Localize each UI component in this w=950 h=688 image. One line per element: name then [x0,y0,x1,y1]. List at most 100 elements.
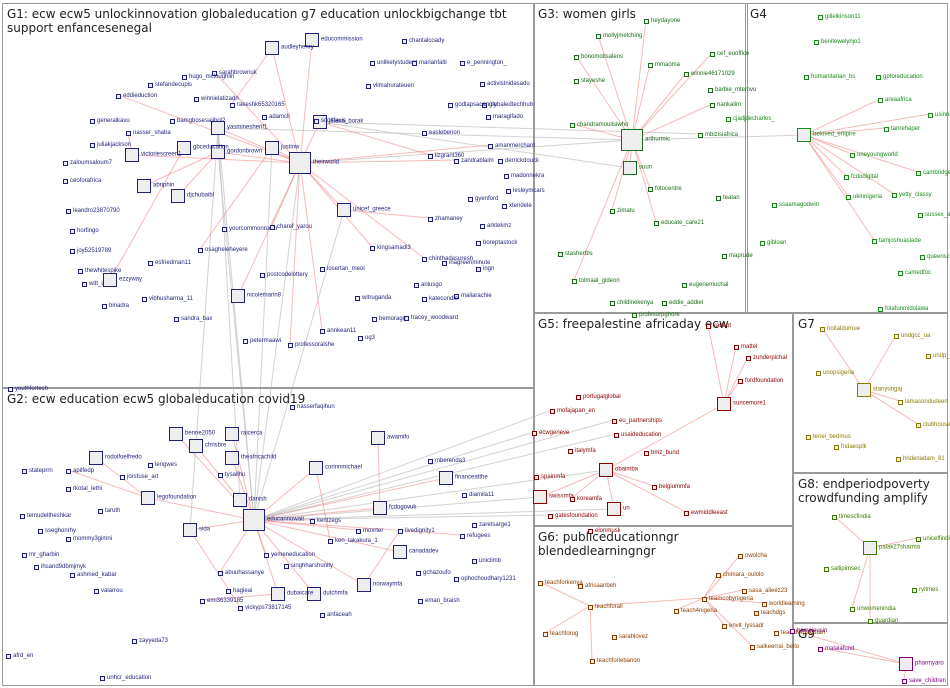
node-tysallhu[interactable]: tysallhu [218,472,245,480]
node-tolmaal_gideon[interactable]: tolmaal_gideon [572,278,620,286]
node-livedignity1[interactable]: livedignity1 [398,528,435,536]
node-oneyoungworld[interactable]: oneyoungworld [850,152,898,160]
node-humanitarian_bs[interactable]: humanitarian_bs [804,74,855,82]
node-unhcr_education[interactable]: unhcr_education [100,675,151,683]
node-yourcommonroom[interactable]: yourcommonroom [222,226,277,234]
node-rkotal_lethi[interactable]: rkotal_lethi [66,486,102,494]
node-usinnigeria[interactable]: usinnigeria [928,112,950,120]
node-xtendele[interactable]: xtendele [502,203,532,211]
node-valarrou[interactable]: valarrou [94,588,123,596]
node-guardian[interactable]: guardian [868,618,898,626]
node-cef_euoffice[interactable]: cef_euoffice [710,51,749,59]
node-unliketystudent[interactable]: unliketystudent [370,60,417,68]
node-leandro23870790[interactable]: leandro23870790 [66,208,120,216]
node-hamsieusin[interactable]: hamsieusin [790,628,827,636]
node-stashertbs[interactable]: stashertbs [558,251,593,259]
node-ceoforafrica[interactable]: ceoforafrica [63,178,101,186]
node-unopsigeria[interactable]: unopsigeria [816,370,854,378]
node-kadept[interactable]: kadept [706,323,731,331]
node-italymfa[interactable]: italymfa [568,448,596,456]
node-afrisaanbeh[interactable]: afrisaanbeh [578,583,616,591]
node-un[interactable]: un [607,502,630,516]
node-beloved_empire[interactable]: beloved_empire [797,128,856,142]
node-amanmerchant[interactable]: amanmerchant [488,143,535,151]
node-juliakjackson[interactable]: juliakjackson [90,142,131,150]
node-maprude[interactable]: maprude [722,253,753,261]
node-inagreenminute[interactable]: inagreenminute [442,260,490,268]
node-corinnmichael[interactable]: corinnmichael [309,461,362,475]
node-lesleymcars[interactable]: lesleymcars [506,188,545,196]
node-ug3[interactable]: ug3 [358,335,375,343]
node-ashmed_kabar[interactable]: ashmed_kabar [70,572,117,580]
node-uniclimb[interactable]: uniclimb [472,558,501,566]
node-sussex_alumni[interactable]: sussex_alumni [918,212,950,220]
node-eddie_addiel[interactable]: eddie_addiel [662,300,703,308]
node-tamjoshuaslade[interactable]: tamjoshuaslade [872,238,921,246]
node-gbceducation[interactable]: gbceducation [177,141,229,155]
node-educommission[interactable]: educommission [305,33,363,47]
node-binadra[interactable]: binadra [102,303,129,311]
node-lamasondudeen[interactable]: lamasondudeen [898,399,948,407]
node-teatan[interactable]: teatan [716,195,740,203]
node-bemoragc[interactable]: bemoragc [372,316,406,324]
node-rakeshk65320165[interactable]: rakeshk65320165 [230,102,285,110]
node-stayeshe[interactable]: stayeshe [574,78,605,86]
node-osagheleheyere[interactable]: osagheleheyere [198,247,248,255]
node-gordonbrown[interactable]: gordonbrown [211,145,262,159]
node-palak27sharma[interactable]: palak27sharma [863,541,920,555]
node-ewmiddleeast[interactable]: ewmiddleeast [684,510,728,518]
node-vibhusharma_11[interactable]: vibhusharma_11 [142,296,193,304]
node-lengwes[interactable]: lengwes [148,462,177,470]
node-sasa_alieez23[interactable]: sasa_alieez23 [742,588,787,596]
node-mbizisiafrica[interactable]: mbizisiafrica [698,132,738,140]
node-suncemore1[interactable]: suncemore1 [717,397,766,411]
node-boreptastock[interactable]: boreptastock [476,240,517,248]
node-mmaoma[interactable]: mmaoma [648,62,680,70]
node-rodolfoelfredo[interactable]: rodolfoelfredo [89,451,142,465]
node-fotocentre[interactable]: fotocentre [648,186,682,194]
node-canadadev[interactable]: canadadev [393,545,438,559]
node-stateprrn[interactable]: stateprrn [22,468,53,476]
node-vickyps73817145[interactable]: vickyps73817145 [238,605,291,613]
node-yetty_classy[interactable]: yetty_classy [892,192,932,200]
node-clubhouse[interactable]: clubhouse [916,422,950,430]
node-mommy3gimni[interactable]: mommy3gimni [66,536,112,544]
node-fcdogovuk[interactable]: fcdogovuk [373,501,416,515]
node-hagieai[interactable]: hagieai [226,588,252,596]
node-anlusgo[interactable]: anlusgo [414,282,442,290]
node-malalafund[interactable]: malalafund [818,646,854,654]
node-ecwgeneve[interactable]: ecwgeneve [532,430,569,438]
node-fcdodigital[interactable]: fcdodigital [844,174,878,182]
node-ryitmes[interactable]: ryitmes [912,587,938,595]
node-zandrablaim[interactable]: zandrablaim [454,158,494,166]
node-timescfindia[interactable]: timescfindia [832,514,871,522]
node-benitewelynjo1[interactable]: benitewelynjo1 [814,39,861,47]
node-anfaceah[interactable]: anfaceah [320,612,352,620]
node-cjadjdecharles[interactable]: cjadjdecharles_ [726,116,775,124]
node-eu_partnerships[interactable]: eu_partnerships [612,418,662,426]
node-cambridge_uni[interactable]: cambridge_uni [916,170,950,178]
node-postcodelottery[interactable]: postcodelottery [260,272,308,280]
node-maraglfado[interactable]: maraglfado [486,114,523,122]
node-educate_care21[interactable]: educate_care21 [654,220,704,228]
node-profesorpghore[interactable]: profesorpghore [632,312,680,320]
node-teachforug[interactable]: teachforug [543,631,578,639]
node-queenscommunit[interactable]: queenscommunit [920,254,950,262]
node-obaimba[interactable]: obaimba [599,463,638,477]
node-areaafrica[interactable]: areaafrica [878,97,912,105]
node-nicolemarin8[interactable]: nicolemarin8 [231,289,281,303]
node-charef_yarou[interactable]: charef_yarou [270,224,312,232]
node-activistnidasadu[interactable]: activistnidasadu [480,81,530,89]
node-benne2050[interactable]: benne2050 [169,427,215,441]
node-zayyeda73[interactable]: zayyeda73 [132,638,168,646]
node-zhamaney[interactable]: zhamaney [428,216,463,224]
node-uniceffindia[interactable]: uniceffindia [916,536,950,544]
node-zunderpichal[interactable]: zunderpichal [746,355,787,363]
node-sarahbrownuk[interactable]: sarahbrownuk [212,70,257,78]
node-legofoundation[interactable]: legofoundation [141,491,196,505]
node-temudeltheshkar[interactable]: temudeltheshkar [20,513,71,521]
node-sandra_bax[interactable]: sandra_bax [174,316,212,324]
node-gchazoufo[interactable]: gchazoufo [416,570,451,578]
node-emi36339185[interactable]: emi36339185 [200,598,243,606]
node-undp_ecs[interactable]: undp_ecs [926,353,950,361]
